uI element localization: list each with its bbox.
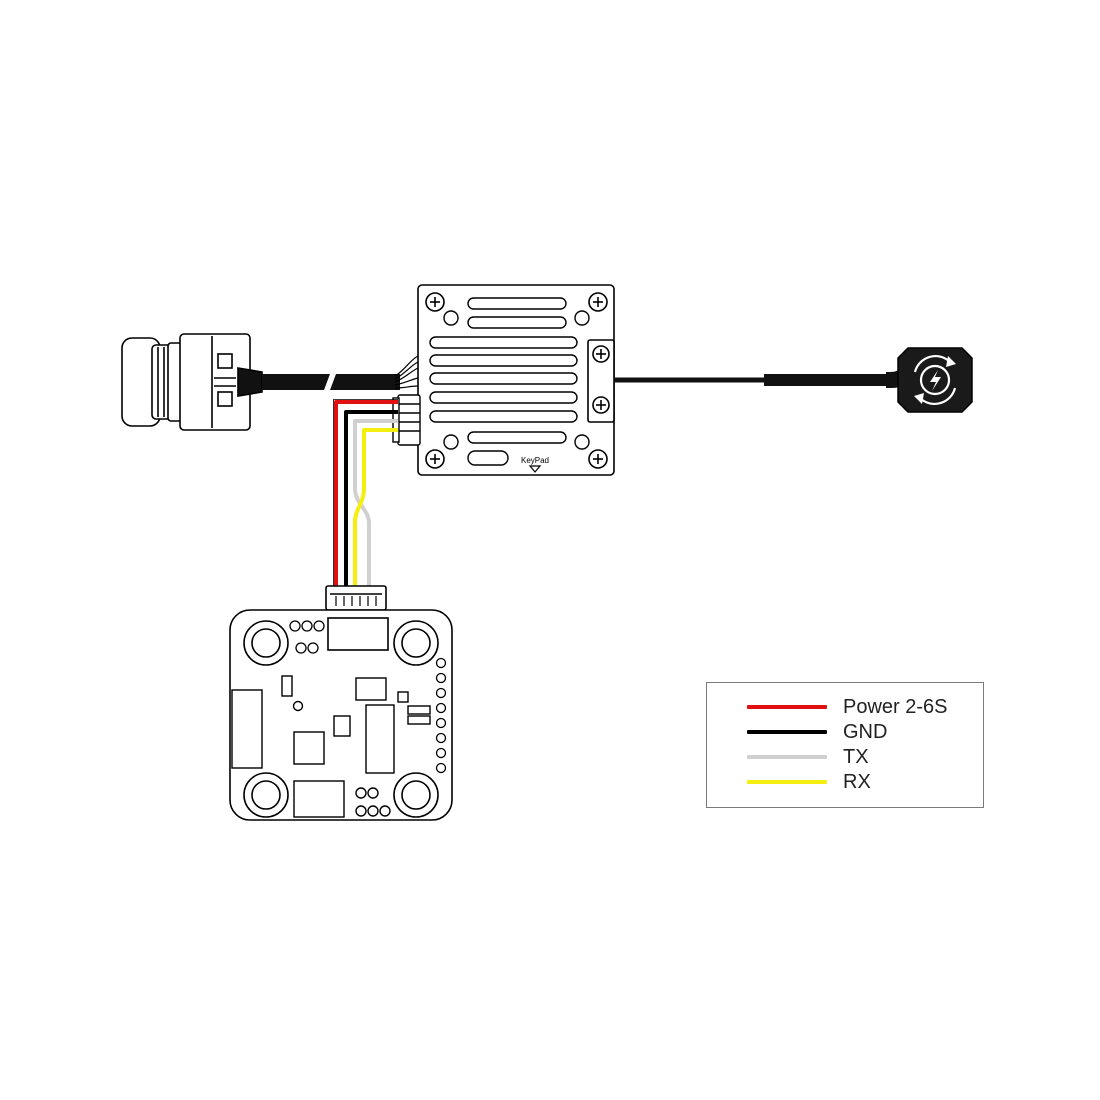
uart-wires (334, 400, 398, 588)
fc-top-chip (327, 617, 389, 651)
keypad-label: KeyPad (521, 456, 549, 465)
fc-pads-top (289, 620, 325, 654)
legend-item-power: Power 2-6S (747, 695, 948, 719)
wire-legend: Power 2-6S GND TX RX (706, 682, 984, 808)
legend-swatch-tx (747, 755, 827, 759)
legend-item-rx: RX (747, 770, 871, 794)
fc-mount-holes (243, 620, 439, 818)
camera-cable (262, 374, 400, 390)
wire-rx (352, 428, 398, 588)
camera-screw-bottom (217, 391, 233, 407)
video-transmitter-icon: KeyPad (392, 284, 615, 476)
antenna-logo-emblem (913, 355, 957, 405)
legend-swatch-power (747, 705, 827, 709)
wire-gnd (344, 410, 398, 588)
legend-swatch-rx (747, 780, 827, 784)
legend-label-power: Power 2-6S (843, 695, 948, 718)
camera-cable-boot (237, 367, 263, 397)
fpv-camera-icon (121, 333, 263, 431)
vtx-holes (443, 310, 590, 450)
fc-board (229, 609, 453, 821)
legend-label-gnd: GND (843, 720, 888, 743)
cable-fanout (394, 355, 419, 389)
legend-swatch-gnd (747, 730, 827, 734)
keypad-button-icon[interactable] (528, 465, 542, 473)
wire-power (334, 400, 398, 588)
legend-label-tx: TX (843, 745, 869, 768)
fc-components (231, 675, 431, 818)
vtx-antenna-port (587, 339, 615, 423)
legend-item-gnd: GND (747, 720, 887, 744)
vtx-heatsink-fins (429, 297, 578, 466)
legend-item-tx: TX (747, 745, 869, 769)
fc-plug (325, 585, 387, 611)
legend-label-rx: RX (843, 770, 871, 793)
vtx-screws (425, 292, 608, 469)
antenna (614, 347, 973, 413)
wire-outlines (333, 399, 398, 588)
camera-screw-top (217, 353, 233, 369)
flight-controller-icon (229, 585, 453, 821)
fc-pads-right (435, 657, 447, 774)
